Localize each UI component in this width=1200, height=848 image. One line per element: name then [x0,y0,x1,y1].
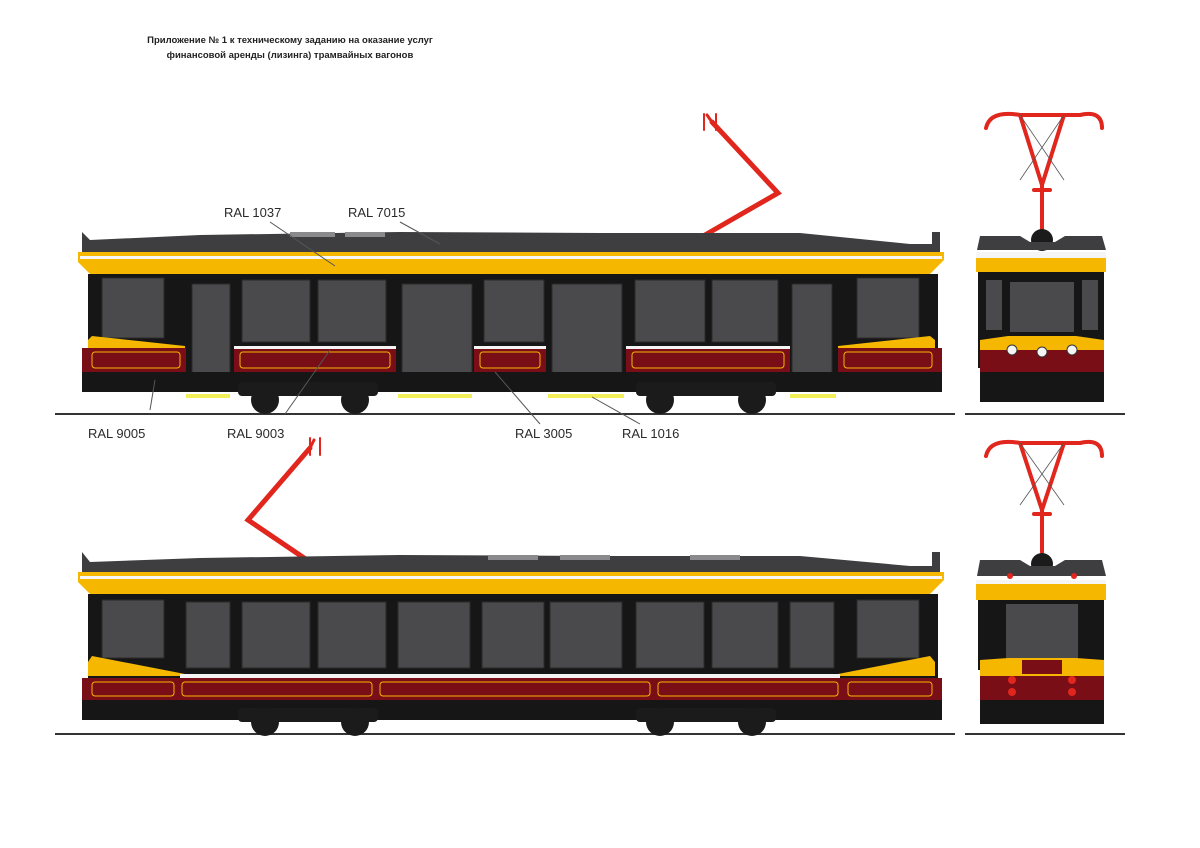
yellow-wedge-front [88,656,185,676]
rear-light [1068,676,1076,684]
front-underframe [980,700,1104,724]
underframe [82,700,942,720]
marker-light [1071,573,1077,579]
pantograph-front-bottom [984,439,1104,554]
white-stripe [80,256,942,259]
white-stripe-lower [234,346,396,349]
tram-front-view-bottom [976,439,1106,724]
headlight [1006,344,1018,356]
tram-side-view-bottom [78,437,944,736]
front-white-band [976,252,1106,258]
front-roof [977,560,1106,576]
roof-equipment [560,555,610,560]
label-ral-1016: RAL 1016 [622,426,680,441]
title-line-2: финансовой аренды (лизинга) трамвайных в… [166,50,414,61]
roof-equipment [690,555,740,560]
front-maroon-panel [980,350,1104,372]
rear-light [1068,688,1076,696]
title-line-1: Приложение № 1 к техническому заданию на… [147,35,433,46]
label-ral-9005: RAL 9005 [88,426,146,441]
front-side-window [986,280,1002,330]
front-underframe [980,372,1104,402]
front-roof [977,236,1106,250]
window-row [101,599,920,669]
bogie [238,382,776,414]
white-stripe-lower [474,346,546,349]
roof [82,232,940,252]
white-stripe [80,576,942,579]
bogie [238,708,776,736]
front-yellow-band [976,584,1106,600]
headlight [1066,344,1078,356]
roof-equipment [290,232,335,237]
tram-side-view-top [78,113,944,425]
page-title: Приложение № 1 к техническому заданию на… [70,33,510,63]
label-ral-7015: RAL 7015 [348,205,406,220]
pantograph-front-top [984,111,1104,232]
pantograph-bottom [244,437,321,565]
label-ral-1037: RAL 1037 [224,205,282,220]
white-stripe-lower [626,346,790,349]
white-stripe-lower [180,674,840,678]
front-white-band [976,580,1106,584]
label-ral-3005: RAL 3005 [515,426,573,441]
pantograph-front-wires [1019,442,1065,506]
rear-light [1008,688,1016,696]
yellow-wedge-rear [838,656,935,676]
skirt-outline [91,351,933,369]
rear-light [1008,676,1016,684]
step-lights [186,394,836,398]
rear-window [1006,604,1078,658]
underframe [82,372,942,392]
pantograph-top [702,113,782,238]
pantograph-front-wires [1019,114,1065,181]
yellow-wedge-rear [838,336,935,348]
roof-equipment [345,232,385,237]
yellow-band [78,252,944,274]
leader-lines [149,221,641,425]
label-ral-9003: RAL 9003 [227,426,285,441]
tram-front-view-top [976,111,1106,402]
yellow-band [78,572,944,594]
window-row [101,277,920,377]
plate-area [1022,660,1062,674]
roof-equipment [488,555,538,560]
skirt-outline [91,681,933,697]
front-maroon-panel [980,676,1104,700]
front-side-window [1082,280,1098,330]
yellow-wedge-front [88,336,185,348]
front-yellow-band [976,258,1106,272]
front-emblem [1036,346,1048,358]
maroon-skirt [82,678,942,700]
marker-light [1007,573,1013,579]
front-windshield [1010,282,1074,332]
